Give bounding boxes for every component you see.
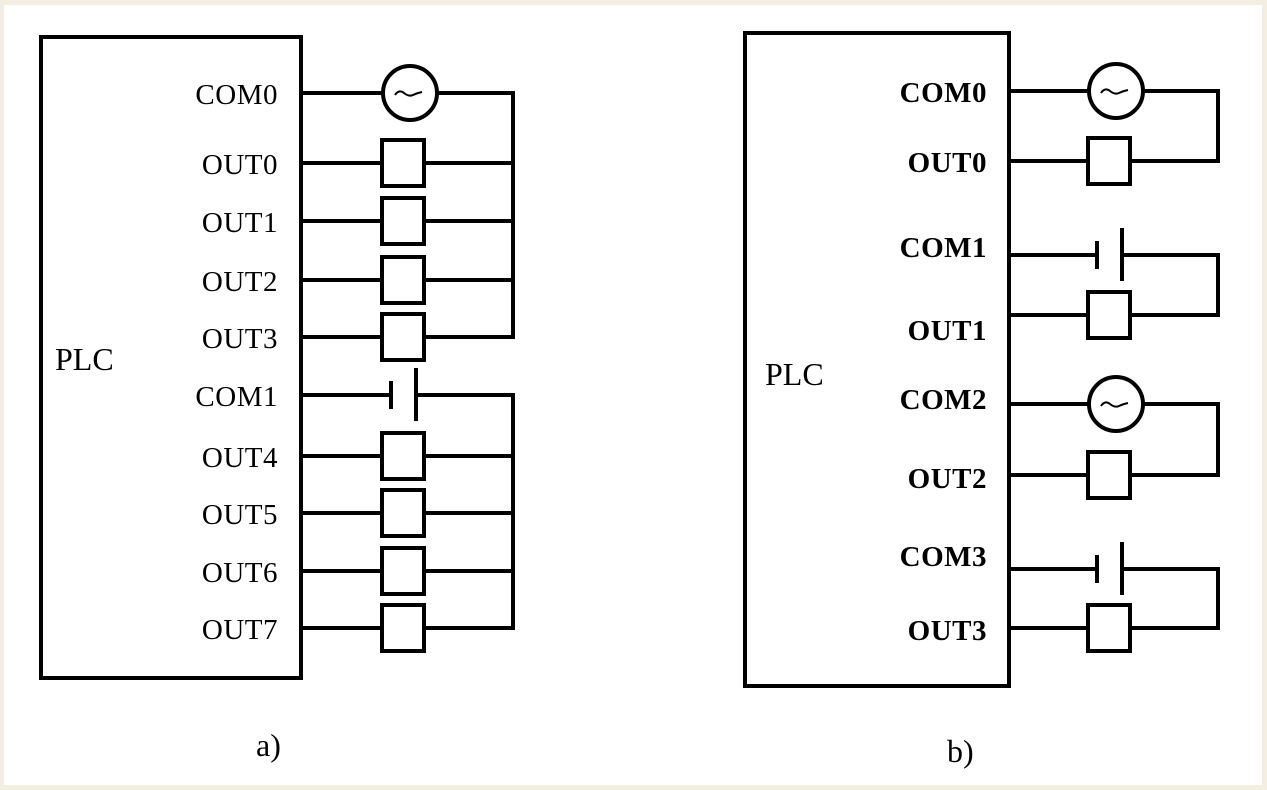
load-coil-icon <box>1086 136 1132 186</box>
ac-source-icon <box>1087 375 1145 433</box>
load-coil-icon <box>1086 290 1132 340</box>
load-coil-icon <box>380 546 426 596</box>
plc-block-b <box>743 31 1011 688</box>
load-coil-icon <box>380 196 426 246</box>
terminal-label-out4: OUT4 <box>202 442 278 474</box>
terminal-label-com2: COM2 <box>900 384 987 416</box>
load-coil-icon <box>380 138 426 188</box>
terminal-label-out7: OUT7 <box>202 614 278 646</box>
terminal-label-com1: COM1 <box>900 232 987 264</box>
load-coil-icon <box>380 488 426 538</box>
terminal-label-out6: OUT6 <box>202 557 278 589</box>
terminal-label-com1: COM1 <box>195 381 278 413</box>
terminal-label-out2: OUT2 <box>202 266 278 298</box>
terminal-label-out1: OUT1 <box>202 207 278 239</box>
terminal-label-out3: OUT3 <box>202 323 278 355</box>
plc-label-a: PLC <box>55 341 114 377</box>
terminal-label-out0: OUT0 <box>202 149 278 181</box>
load-coil-icon <box>380 312 426 362</box>
diagram-a: PLC COM0OUT0OUT1OUT2OUT3COM1OUT4OUT5OUT6… <box>39 35 515 763</box>
terminal-label-com0: COM0 <box>900 77 987 109</box>
ac-source-icon <box>381 64 439 122</box>
load-coil-icon <box>1086 450 1132 500</box>
terminal-label-com0: COM0 <box>195 79 278 111</box>
load-coil-icon <box>380 431 426 481</box>
ac-source-icon <box>1087 62 1145 120</box>
terminal-label-out3: OUT3 <box>908 615 987 647</box>
load-coil-icon <box>1086 603 1132 653</box>
plc-block-a <box>39 35 303 680</box>
load-coil-icon <box>380 255 426 305</box>
terminal-label-com3: COM3 <box>900 541 987 573</box>
terminal-label-out0: OUT0 <box>908 147 987 179</box>
dc-battery-icon <box>389 368 418 421</box>
caption-b: b) <box>947 733 974 769</box>
terminal-label-out2: OUT2 <box>908 463 987 495</box>
terminal-label-out5: OUT5 <box>202 499 278 531</box>
dc-battery-icon <box>1095 542 1124 595</box>
dc-battery-icon <box>1095 228 1124 281</box>
terminal-label-out1: OUT1 <box>908 315 987 347</box>
caption-a: a) <box>256 727 281 763</box>
load-coil-icon <box>380 603 426 653</box>
plc-label-b: PLC <box>765 356 824 392</box>
